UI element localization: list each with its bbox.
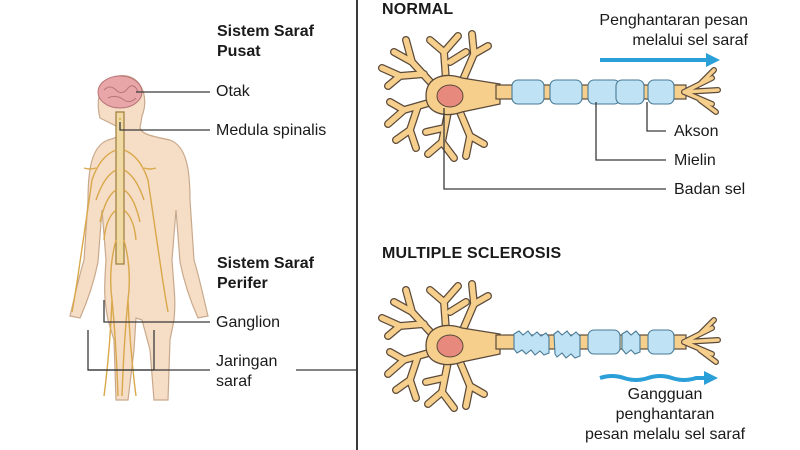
- label-ganglion: Ganglion: [216, 314, 281, 331]
- right-leader-lines: [443, 102, 666, 190]
- pns-heading-line2: Perifer: [217, 275, 268, 292]
- pns-heading-line1: Sistem Saraf: [217, 255, 314, 272]
- damaged-myelin: [513, 329, 675, 359]
- human-body-figure: [69, 75, 209, 401]
- label-spinal-cord: Medula spinalis: [216, 122, 327, 139]
- label-axon: Akson: [674, 123, 719, 140]
- label-nerve-line2: saraf: [216, 373, 252, 390]
- label-brain: Otak: [216, 83, 250, 100]
- ms-signal-line2: penghantaran: [615, 406, 715, 423]
- ms-signal-line3: pesan melalu sel saraf: [584, 426, 746, 443]
- label-myelin: Mielin: [674, 152, 716, 169]
- nucleus-ms: [436, 334, 464, 358]
- myelin-sheaths: [511, 79, 675, 105]
- spinal-cord: [115, 111, 125, 265]
- signal-arrow-normal: [600, 53, 720, 67]
- label-cell-body: Badan sel: [674, 181, 746, 198]
- ms-title: MULTIPLE SCLEROSIS: [382, 245, 562, 262]
- normal-signal-line2: melalui sel saraf: [632, 32, 748, 49]
- panel-divider: [356, 0, 358, 450]
- ms-signal-line1: Gangguan: [627, 386, 703, 403]
- neuron-normal: [382, 34, 721, 158]
- left-leader-lines: [87, 91, 357, 371]
- peripheral-nerves: [71, 118, 169, 397]
- label-nerve-line1: Jaringan: [216, 353, 278, 370]
- neuron-ms: [382, 284, 721, 408]
- normal-title: NORMAL: [382, 1, 454, 18]
- cns-heading-line2: Pusat: [217, 43, 261, 60]
- normal-signal-line1: Penghantaran pesan: [599, 12, 748, 29]
- body-silhouette: [69, 75, 209, 401]
- cns-heading-line1: Sistem Saraf: [217, 23, 314, 40]
- nucleus: [436, 84, 464, 108]
- signal-arrow-ms: [599, 371, 718, 385]
